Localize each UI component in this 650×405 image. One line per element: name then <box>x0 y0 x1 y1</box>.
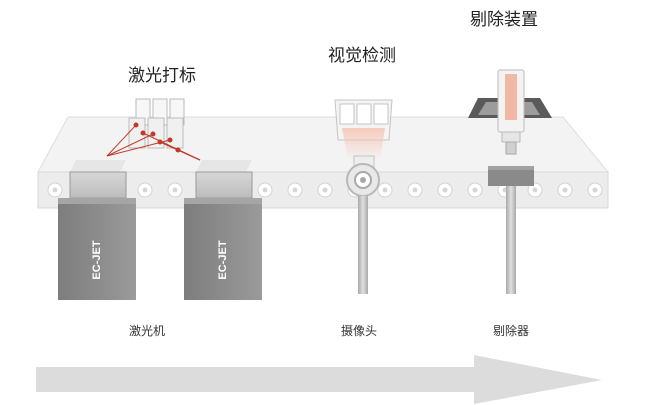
laser-beams <box>106 122 201 161</box>
belt-roller-hub <box>532 187 538 193</box>
belt-roller-hub <box>562 187 568 193</box>
belt-roller-hub <box>592 187 598 193</box>
belt-roller-hub <box>382 187 388 193</box>
camera-label: 摄像头 <box>341 324 378 338</box>
laser-head-group <box>106 98 201 161</box>
belt-roller-hub <box>322 187 328 193</box>
belt-roller-hub <box>142 187 148 193</box>
belt-roller-hub <box>292 187 298 193</box>
vision-inspection-title: 视觉检测 <box>328 46 396 66</box>
laser-machine-2 <box>184 160 262 300</box>
belt-roller-hub <box>442 187 448 193</box>
reject-device-title: 剔除装置 <box>470 10 538 30</box>
belt-roller-hub <box>262 187 268 193</box>
camera-icon <box>334 99 393 294</box>
process-arrow-icon <box>36 355 602 404</box>
laser-marking-title: 激光打标 <box>128 66 196 86</box>
belt-roller-hub <box>172 187 178 193</box>
ec-jet-brand-1: EC-JET <box>91 240 103 280</box>
laser-machine-label: 激光机 <box>129 324 166 338</box>
belt-roller-hub <box>472 187 478 193</box>
belt-roller-hub <box>412 187 418 193</box>
laser-machine-1 <box>58 160 136 300</box>
rejector-label: 剔除器 <box>493 324 530 338</box>
rejector-icon <box>468 69 552 294</box>
ec-jet-brand-2: EC-JET <box>217 240 229 280</box>
belt-roller-hub <box>52 187 58 193</box>
